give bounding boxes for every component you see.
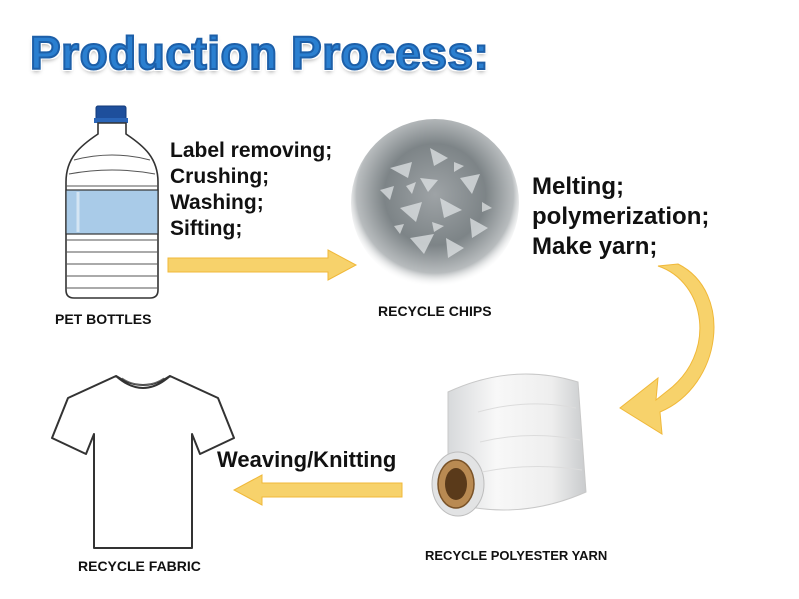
recycle-polyester-yarn-caption: RECYCLE POLYESTER YARN xyxy=(425,548,608,563)
bottle-process-list: Label removing; Crushing; Washing; Sifti… xyxy=(170,138,332,242)
tshirt-icon xyxy=(51,375,235,549)
process-weaving-knitting: Weaving/Knitting xyxy=(217,447,397,472)
process-washing: Washing; xyxy=(170,191,264,214)
pet-bottle-icon xyxy=(65,105,159,299)
process-crushing: Crushing; xyxy=(170,165,270,188)
yarn-cone-image xyxy=(431,373,587,517)
recycle-chips-caption: RECYCLE CHIPS xyxy=(378,303,492,319)
right-arrow-icon xyxy=(167,249,358,281)
process-make-yarn: Make yarn; xyxy=(532,233,658,260)
left-arrow-icon xyxy=(232,474,403,506)
process-sifting: Sifting; xyxy=(170,217,243,240)
process-label-removing: Label removing; xyxy=(170,139,333,162)
chips-process-list: Melting; polymerization; Make yarn; xyxy=(532,172,709,262)
process-polymerization: polymerization; xyxy=(532,203,710,230)
page-title: Production Process: xyxy=(29,26,490,80)
recycle-fabric-caption: RECYCLE FABRIC xyxy=(78,558,201,574)
curved-arrow-icon xyxy=(619,263,715,435)
plastic-chips-image xyxy=(351,119,519,287)
pet-bottles-caption: PET BOTTLES xyxy=(55,311,152,327)
process-melting: Melting; xyxy=(532,173,624,200)
